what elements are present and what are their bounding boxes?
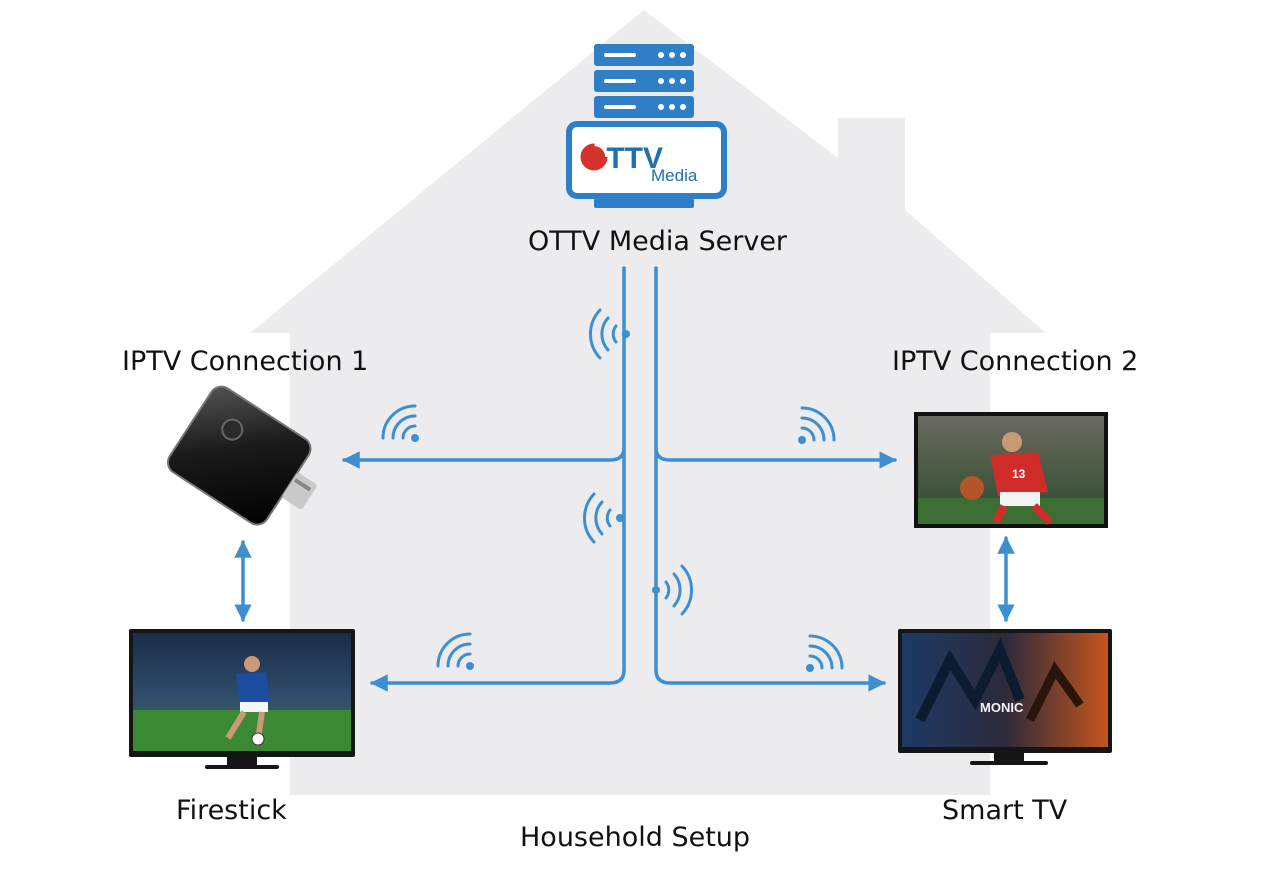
wifi-icon [436,632,474,670]
wifi-icon [798,406,836,444]
connection-2-label: IPTV Connection 2 [892,346,1139,377]
line-to-connection1 [342,446,626,469]
wifi-icon [806,634,844,672]
wifi-icon [583,492,624,544]
household-caption: Household Setup [520,822,751,853]
wifi-icon [381,404,419,442]
tv-screen-football-icon: 13 [914,412,1108,528]
wifi-icon [652,564,693,616]
wifi-icon [589,308,630,360]
server-logo-sub: Media [651,166,698,185]
smart-tv-label: Smart TV [942,795,1068,826]
server-rack-icon: OTTV Media [566,44,727,208]
tv-screen-soccer-icon [129,629,355,769]
soccer-player [225,656,270,746]
house-background [250,10,1046,795]
line-to-smart-tv [654,668,886,692]
tv-screen-movie-icon: MONIC [898,629,1112,765]
server-logo-o-mark [580,143,608,171]
line-to-connection2 [654,446,897,469]
football-player: 13 [960,432,1053,525]
server-label: OTTV Media Server [528,226,788,257]
streaming-stick-icon [166,385,317,526]
connection-1-label: IPTV Connection 1 [122,346,369,377]
line-to-firestick [370,668,626,692]
firestick-label: Firestick [176,795,287,826]
jersey-number: 13 [1012,467,1026,481]
movie-title-overlay: MONIC [980,700,1024,715]
